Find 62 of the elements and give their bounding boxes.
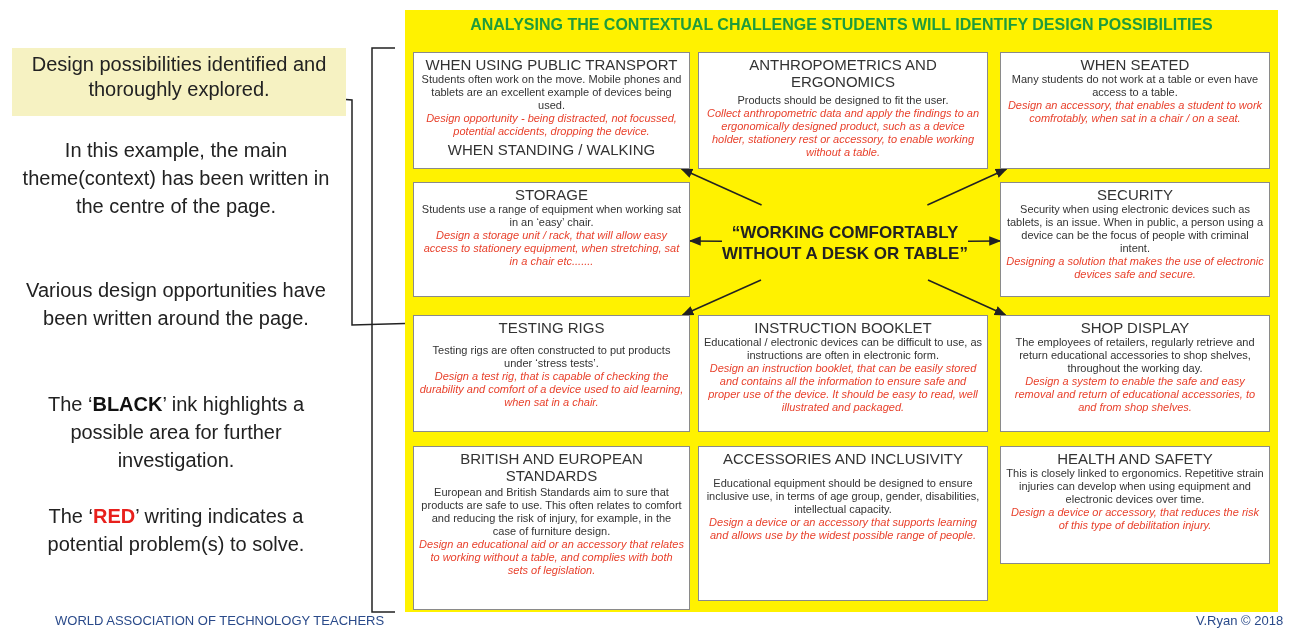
card-heading: SHOP DISPLAY: [1079, 319, 1191, 336]
card-heading: WHEN SEATED: [1079, 56, 1191, 73]
arrow: [680, 168, 763, 206]
note-text: Various design opportunities have been written around the page.: [25, 278, 327, 331]
problem-text: Design a storage unit / rack, that will allow easy access to stationery equipment, when stretching, sat in a chair etc.......: [422, 229, 681, 268]
card-heading: INSTRUCTION BOOKLET: [753, 319, 933, 336]
info-card: [1000, 315, 1270, 432]
highlighted-note: Design possibilities identified and thoroughly explored.: [12, 48, 346, 116]
card-heading: STORAGE: [513, 186, 590, 203]
problem-text: Design a device or accessory, that reduces the risk of this type of debilitation injury.: [1010, 506, 1260, 532]
note-text: The ‘RED’ writing indicates a potential problem(s) to solve.: [46, 504, 306, 557]
panel-title: ANALYSING THE CONTEXTUAL CHALLENGE STUDENTS WILL IDENTIFY DESIGN POSSIBILITIES: [469, 16, 1214, 34]
footer-text: V.Ryan © 2018: [1196, 613, 1284, 628]
card-heading: WHEN STANDING / WALKING: [446, 141, 657, 158]
card-heading: ACCESSORIES AND INCLUSIVITY: [721, 450, 965, 467]
info-card: [413, 446, 690, 610]
arrow: [927, 279, 1007, 316]
theme-text: “WORKING COMFORTABLY WITHOUT A DESK OR TABLE”: [722, 221, 968, 264]
info-card: [1000, 52, 1270, 169]
problem-text: Designing a solution that makes the use of electronic devices safe and secure.: [1006, 255, 1264, 281]
problem-text: Design opportunity - being distracted, not focussed, potential accidents, dropping the device.: [425, 112, 678, 138]
note-text: The ‘BLACK’ ink highlights a possible area for further investigation.: [47, 392, 305, 473]
leader-line: [345, 98, 406, 326]
arrow: [681, 279, 762, 316]
card-heading: BRITISH AND EUROPEAN STANDARDS: [459, 450, 644, 484]
problem-text: Design a device or an accessory that supports learning and allows use by the widest possible range of people.: [708, 516, 978, 542]
body-text: Educational / electronic devices can be difficult to use, as instructions are often in electronic form.: [704, 336, 982, 362]
problem-text: Design a system to enable the safe and easy removal and return of educational accessories, to and from shop shelves.: [1013, 375, 1257, 414]
info-card: [1000, 446, 1270, 564]
arrow: [967, 236, 1002, 246]
problem-text: Design an accessory, that enables a student to work comfrotably, when sat in a chair / on a seat.: [1006, 99, 1264, 125]
info-card: [698, 315, 988, 432]
problem-text: Design an educational aid or an accessory that relates to working without a table, and complies with both sets of legislation.: [419, 538, 684, 577]
body-text: Students often work on the move. Mobile phones and tablets are an excellent example of devices being used.: [420, 73, 683, 112]
info-card: [1000, 182, 1270, 297]
info-card: [698, 446, 988, 601]
note-text: In this example, the main theme(context) has been written in the centre of the page.: [21, 138, 331, 219]
card-heading: HEALTH AND SAFETY: [1056, 450, 1214, 467]
highlight-panel: [405, 10, 1278, 612]
card-heading: ANTHROPOMETRICS AND ERGONOMICS: [748, 56, 938, 90]
card-heading: WHEN USING PUBLIC TRANSPORT: [424, 56, 679, 73]
arrow: [926, 168, 1008, 206]
problem-text: Collect anthropometric data and apply the findings to an ergonomically designed product, such as a device holder, stationery rest or accessory, to enable working without a table.: [705, 107, 981, 159]
body-text: Many students do not work at a table or even have access to a table.: [1010, 73, 1260, 99]
arrow: [688, 236, 723, 246]
body-text: Products should be designed to fit the user.: [736, 94, 950, 107]
info-card: [413, 182, 690, 297]
body-text: Security when using electronic devices such as tablets, is an issue. When in public, a person using a device can be the focus of people with criminal intent.: [1006, 203, 1264, 255]
body-text: This is closely linked to ergonomics. Repetitive strain injuries can develop when using equipment and electronic devices over time.: [1006, 467, 1264, 506]
body-text: Students use a range of equipment when working sat in an ‘easy’ chair.: [420, 203, 683, 229]
info-card: [413, 52, 690, 169]
card-heading: TESTING RIGS: [497, 319, 606, 336]
body-text: European and British Standards aim to sure that products are safe to use. This often relates to comfort and reducing the risk of injury, for example, in the case of furniture design.: [420, 486, 683, 538]
info-card: [698, 52, 988, 169]
body-text: Testing rigs are often constructed to put products under ‘stress tests’.: [431, 344, 672, 370]
body-text: The employees of retailers, regularly retrieve and return educational accessories to shop shelves, throughout the working day.: [1014, 336, 1256, 375]
info-card: [413, 315, 690, 432]
body-text: Educational equipment should be designed to ensure inclusive use, in terms of age group, gender, disabilities, intellectual capacity.: [705, 477, 981, 516]
problem-text: Design an instruction booklet, that can be easily stored and contains all the information to ensure safe and proper use of the device. It should be easy to read, well illustrated and packaged.: [707, 362, 979, 414]
card-heading: SECURITY: [1096, 186, 1174, 203]
footer-text: WORLD ASSOCIATION OF TECHNOLOGY TEACHERS: [55, 613, 385, 628]
problem-text: Design a test rig, that is capable of checking the durability and comfort of a device used to aid learning, when sat in a chair.: [419, 370, 684, 409]
